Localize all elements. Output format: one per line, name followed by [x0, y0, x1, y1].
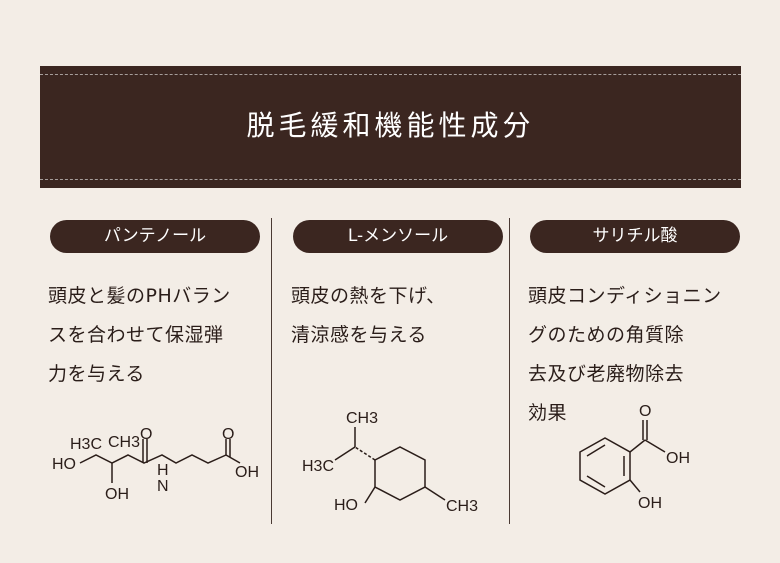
- label-oh: OH: [666, 450, 690, 467]
- label-ho: HO: [334, 497, 358, 514]
- ingredient-description: 頭皮と髪のPHバラン スを合わせて保湿弾 力を与える: [48, 285, 231, 385]
- label-n: N: [157, 478, 169, 495]
- label-ch3b: CH3: [446, 498, 478, 515]
- panthenol-structure: HO H3C CH3 O OH N H O OH: [52, 426, 259, 503]
- label-o2: O: [222, 426, 234, 443]
- label-o: O: [639, 403, 651, 420]
- title-banner: 脱毛緩和機能性成分: [40, 66, 741, 188]
- banner-stitch-top: [40, 74, 741, 75]
- salicylic-acid-structure: O OH OH: [579, 403, 690, 512]
- ingredient-description: 頭皮の熱を下げ、 清涼感を与える: [291, 285, 446, 346]
- ingredient-column-menthol: L-メンソール 頭皮の熱を下げ、 清涼感を与える: [283, 220, 513, 520]
- label-oh: OH: [105, 486, 129, 503]
- ingredient-name-badge: サリチル酸: [530, 220, 740, 253]
- ingredient-column-panthenol: パンテノール 頭皮と髪のPHバラン スを合わせて保湿弾 力を与える: [40, 220, 270, 520]
- menthol-structure: CH3 H3C HO CH3: [302, 410, 478, 515]
- label-ch3: CH3: [346, 410, 378, 427]
- label-h: H: [157, 462, 169, 479]
- label-h3c: H3C: [70, 436, 102, 453]
- ingredient-name-badge: パンテノール: [50, 220, 260, 253]
- column-divider: [509, 218, 510, 524]
- ingredient-name-badge: L-メンソール: [293, 220, 503, 253]
- column-divider: [271, 218, 272, 524]
- label-oh2: OH: [638, 495, 662, 512]
- banner-stitch-bottom: [40, 179, 741, 180]
- banner-title: 脱毛緩和機能性成分: [246, 109, 535, 142]
- label-o: O: [140, 426, 152, 443]
- label-ho: HO: [52, 456, 76, 473]
- label-ch3: CH3: [108, 434, 140, 451]
- label-oh2: OH: [235, 464, 259, 481]
- label-h3c: H3C: [302, 458, 334, 475]
- ingredient-column-salicylic-acid: サリチル酸 頭皮コンディショニン グのための角質除 去及び老廃物除去 効果: [520, 220, 750, 520]
- ingredient-description: 頭皮コンディショニン グのための角質除 去及び老廃物除去 効果: [528, 285, 722, 424]
